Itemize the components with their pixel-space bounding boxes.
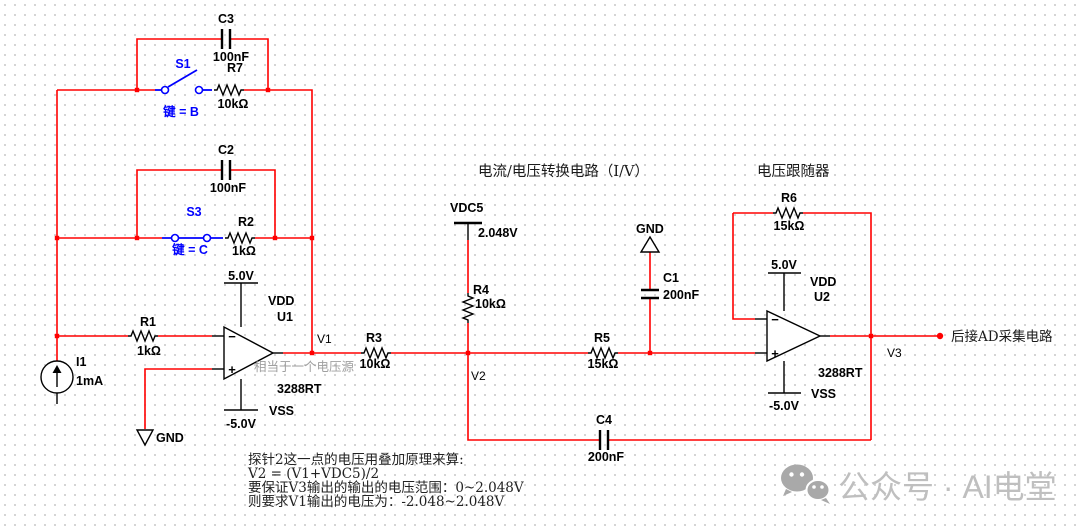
ground-symbol-u1: GND	[135, 429, 184, 447]
r4-value: 10kΩ	[475, 297, 506, 311]
c3-value: 100nF	[213, 50, 249, 64]
vdc5-value: 2.048V	[478, 226, 518, 240]
u1-vpos-label: 5.0V	[228, 269, 254, 283]
calc-line-2: V2 = (V1+VDC5)/2	[247, 466, 379, 482]
u2-noninverting-input-sign: +	[771, 346, 779, 361]
gnd1-label: GND	[156, 431, 184, 445]
gnd2-label: GND	[636, 222, 664, 236]
capacitor-C1: C1 200nF	[641, 271, 699, 302]
r5-value: 15kΩ	[588, 357, 619, 371]
switch-S1[interactable]: S1 键 = B	[155, 57, 212, 119]
capacitor-C4: C4 200nF	[588, 413, 624, 464]
r7-ref: R7	[227, 61, 243, 75]
r3-ref: R3	[366, 331, 382, 345]
resistor-R7: R7 10kΩ	[214, 61, 248, 111]
r2-ref: R2	[238, 215, 254, 229]
r6-value: 15kΩ	[774, 219, 805, 233]
c4-ref: C4	[596, 413, 612, 427]
c4-value: 200nF	[588, 450, 624, 464]
u1-vneg-label: -5.0V	[226, 417, 257, 431]
c3-ref: C3	[218, 12, 234, 26]
u2-vdd-pin-label: VDD	[810, 275, 836, 289]
resistor-R3: R3 10kΩ	[360, 331, 391, 371]
voltage-source-VDC5: VDC5 2.048V	[450, 201, 518, 240]
vdc5-ref: VDC5	[450, 201, 483, 215]
junction-dots	[54, 87, 944, 356]
voltage-follower-title: 电压跟随器	[757, 163, 830, 180]
net-label-v2: V2	[471, 369, 486, 383]
u1-noninverting-input-sign: +	[228, 362, 236, 377]
r2-value: 1kΩ	[232, 244, 256, 258]
current-source-I1: I1 1mA	[40, 355, 103, 404]
capacitor-C3: C3 100nF	[213, 12, 249, 64]
u2-inverting-input-sign: −	[771, 312, 779, 327]
ground-symbol-c1: GND	[636, 222, 664, 253]
resistor-R2: R2 1kΩ	[225, 215, 256, 258]
resistor-R6: R6 15kΩ	[773, 191, 804, 233]
c2-value: 100nF	[210, 181, 246, 195]
r3-value: 10kΩ	[360, 357, 391, 371]
calc-line-4: 则要求V1输出的电压为：-2.048~2.048V	[248, 494, 505, 510]
i1-value: 1mA	[76, 374, 103, 388]
iv-converter-title: 电流/电压转换电路（I/V）	[478, 163, 649, 180]
u2-vpos-label: 5.0V	[771, 258, 797, 272]
resistor-R4: R4 10kΩ	[461, 283, 506, 323]
calc-line-3: 要保证V3输出的输出的电压范围：0~2.048V	[248, 480, 524, 496]
s3-ref: S3	[186, 205, 201, 219]
r6-ref: R6	[781, 191, 797, 205]
r7-value: 10kΩ	[218, 97, 249, 111]
calculation-notes: 探针2这一点的电压用叠加原理来算: V2 = (V1+VDC5)/2 要保证V3…	[247, 451, 524, 510]
i1-ref: I1	[76, 355, 86, 369]
c2-ref: C2	[218, 143, 234, 157]
u2-ref: U2	[814, 290, 830, 304]
switch-S3[interactable]: S3 键 = C	[162, 205, 223, 257]
opamp-U1: − + 5.0V VDD U1 3288RT VSS -5.0V	[212, 269, 322, 431]
r4-ref: R4	[473, 283, 489, 297]
capacitor-C2: C2 100nF	[210, 143, 246, 195]
u2-part-number: 3288RT	[818, 366, 863, 380]
u2-vss-pin-label: VSS	[811, 387, 836, 401]
calc-line-1: 探针2这一点的电压用叠加原理来算:	[248, 451, 464, 468]
u1-inverting-input-sign: −	[228, 329, 236, 344]
u1-voltage-source-note: 相当于一个电压源	[254, 359, 355, 374]
watermark-text: 公众号 · AI电堂	[838, 469, 1057, 505]
opamp-U2: − + 5.0V VDD U2 3288RT VSS -5.0V	[755, 258, 863, 413]
u2-vneg-label: -5.0V	[769, 399, 800, 413]
output-wire-endpoint	[936, 332, 944, 340]
wires	[56, 38, 938, 441]
net-label-v3: V3	[887, 346, 902, 360]
c1-value: 200nF	[663, 288, 699, 302]
net-label-v1: V1	[317, 332, 332, 346]
u1-vdd-pin-label: VDD	[268, 294, 294, 308]
r1-ref: R1	[140, 315, 156, 329]
s1-key-label: 键 = B	[162, 104, 199, 119]
u1-part-number: 3288RT	[277, 382, 322, 396]
resistor-R1: R1 1kΩ	[128, 315, 161, 358]
r1-value: 1kΩ	[137, 344, 161, 358]
resistor-R5: R5 15kΩ	[588, 331, 619, 371]
watermark: 公众号 · AI电堂	[781, 464, 1057, 505]
wechat-icon	[781, 464, 831, 504]
ad-acquisition-note: 后接AD采集电路	[951, 328, 1053, 345]
r5-ref: R5	[594, 331, 610, 345]
u1-ref: U1	[277, 310, 293, 324]
s1-ref: S1	[175, 57, 190, 71]
c1-ref: C1	[663, 271, 679, 285]
s3-key-label: 键 = C	[171, 242, 208, 257]
u1-vss-pin-label: VSS	[269, 404, 294, 418]
